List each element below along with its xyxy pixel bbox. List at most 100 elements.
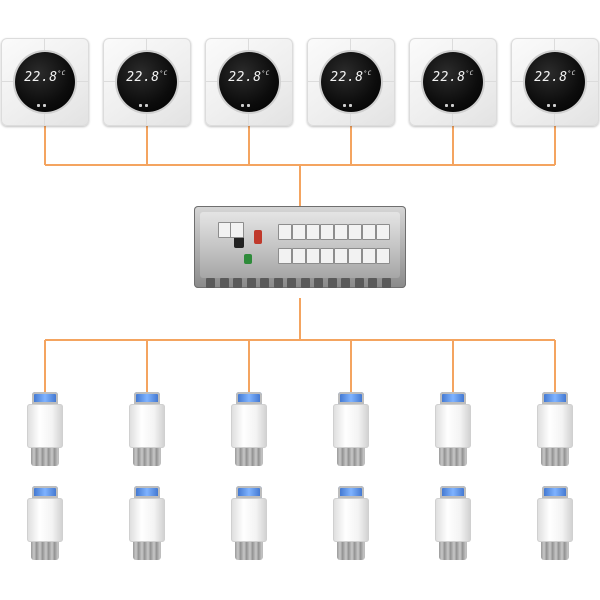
actuator-mounting-nut — [541, 448, 569, 466]
actuator-body — [129, 498, 165, 542]
hub-component — [234, 236, 244, 248]
thermostat: 22.8°C — [1, 38, 89, 126]
hub-pin — [381, 278, 391, 288]
hub-terminal — [230, 222, 244, 238]
status-icons — [241, 92, 257, 107]
hub-relay — [254, 230, 262, 244]
hub-terminal — [348, 248, 362, 264]
thermostat-display: 22.8°C — [15, 52, 75, 112]
actuator-body — [537, 498, 573, 542]
status-icons — [547, 92, 563, 107]
actuator — [25, 392, 65, 472]
actuator-body — [27, 498, 63, 542]
temperature-readout: 22.8°C — [15, 70, 75, 85]
temperature-unit: °C — [261, 70, 270, 77]
hub-terminal — [278, 248, 292, 264]
thermostat-display: 22.8°C — [321, 52, 381, 112]
actuator — [331, 392, 371, 472]
temperature-readout: 22.8°C — [423, 70, 483, 85]
actuator — [229, 392, 269, 472]
hub-terminal — [292, 248, 306, 264]
hub-terminal — [376, 248, 390, 264]
hub-pin — [206, 278, 215, 288]
actuator-body — [129, 404, 165, 448]
actuator — [433, 486, 473, 566]
actuator-body — [435, 498, 471, 542]
status-icons — [139, 92, 155, 107]
actuator-indicator-cap — [236, 392, 262, 404]
hub-pin — [368, 278, 377, 288]
hub-terminal — [334, 248, 348, 264]
actuator-mounting-nut — [541, 542, 569, 560]
actuator-indicator-cap — [542, 392, 568, 404]
hub-pin — [219, 278, 229, 288]
actuator-indicator-cap — [236, 486, 262, 498]
hub-terminal — [320, 248, 334, 264]
hub-terminal — [362, 224, 376, 240]
hub-pin — [260, 278, 269, 288]
actuator-mounting-nut — [31, 448, 59, 466]
hub-pin — [300, 278, 310, 288]
thermostat: 22.8°C — [103, 38, 191, 126]
hub-pin — [314, 278, 323, 288]
hub-terminal — [376, 224, 390, 240]
status-icons — [445, 92, 461, 107]
actuator-body — [435, 404, 471, 448]
temperature-value: 22.8 — [330, 70, 364, 85]
actuator-mounting-nut — [235, 448, 263, 466]
thermostat-display: 22.8°C — [423, 52, 483, 112]
actuator-mounting-nut — [337, 542, 365, 560]
actuator-indicator-cap — [542, 486, 568, 498]
actuator-body — [231, 498, 267, 542]
actuator — [127, 486, 167, 566]
hub-terminal — [292, 224, 306, 240]
hub-terminal — [362, 248, 376, 264]
temperature-readout: 22.8°C — [525, 70, 585, 85]
actuator-mounting-nut — [337, 448, 365, 466]
actuator-mounting-nut — [439, 542, 467, 560]
actuator-indicator-cap — [32, 486, 58, 498]
thermostat-display: 22.8°C — [117, 52, 177, 112]
hub-pins — [206, 278, 396, 294]
actuator — [433, 392, 473, 472]
hub-terminal — [348, 224, 362, 240]
temperature-value: 22.8 — [432, 70, 466, 85]
temperature-readout: 22.8°C — [321, 70, 381, 85]
temperature-value: 22.8 — [228, 70, 262, 85]
thermostat: 22.8°C — [205, 38, 293, 126]
status-icons — [343, 92, 359, 107]
wiring-hub — [194, 206, 406, 298]
hub-pin — [233, 278, 242, 288]
actuator — [25, 486, 65, 566]
hub-pin — [273, 278, 283, 288]
hub-terminal — [320, 224, 334, 240]
actuator — [535, 392, 575, 472]
hub-terminal — [334, 224, 348, 240]
temperature-unit: °C — [57, 70, 66, 77]
actuator — [331, 486, 371, 566]
temperature-readout: 22.8°C — [117, 70, 177, 85]
actuator-indicator-cap — [338, 486, 364, 498]
thermostat: 22.8°C — [307, 38, 395, 126]
actuator-mounting-nut — [439, 448, 467, 466]
actuator-indicator-cap — [134, 392, 160, 404]
actuator — [229, 486, 269, 566]
hub-connector — [244, 254, 252, 264]
thermostat: 22.8°C — [409, 38, 497, 126]
thermostat-display: 22.8°C — [525, 52, 585, 112]
hub-terminal — [306, 248, 320, 264]
hub-pin — [246, 278, 256, 288]
actuator-indicator-cap — [440, 392, 466, 404]
hub-pin — [327, 278, 337, 288]
hub-pin — [354, 278, 364, 288]
actuator — [127, 392, 167, 472]
thermostat-display: 22.8°C — [219, 52, 279, 112]
hub-pin — [341, 278, 350, 288]
actuator-indicator-cap — [338, 392, 364, 404]
hub-terminal — [306, 224, 320, 240]
thermostat: 22.8°C — [511, 38, 599, 126]
actuator-indicator-cap — [440, 486, 466, 498]
temperature-value: 22.8 — [534, 70, 568, 85]
